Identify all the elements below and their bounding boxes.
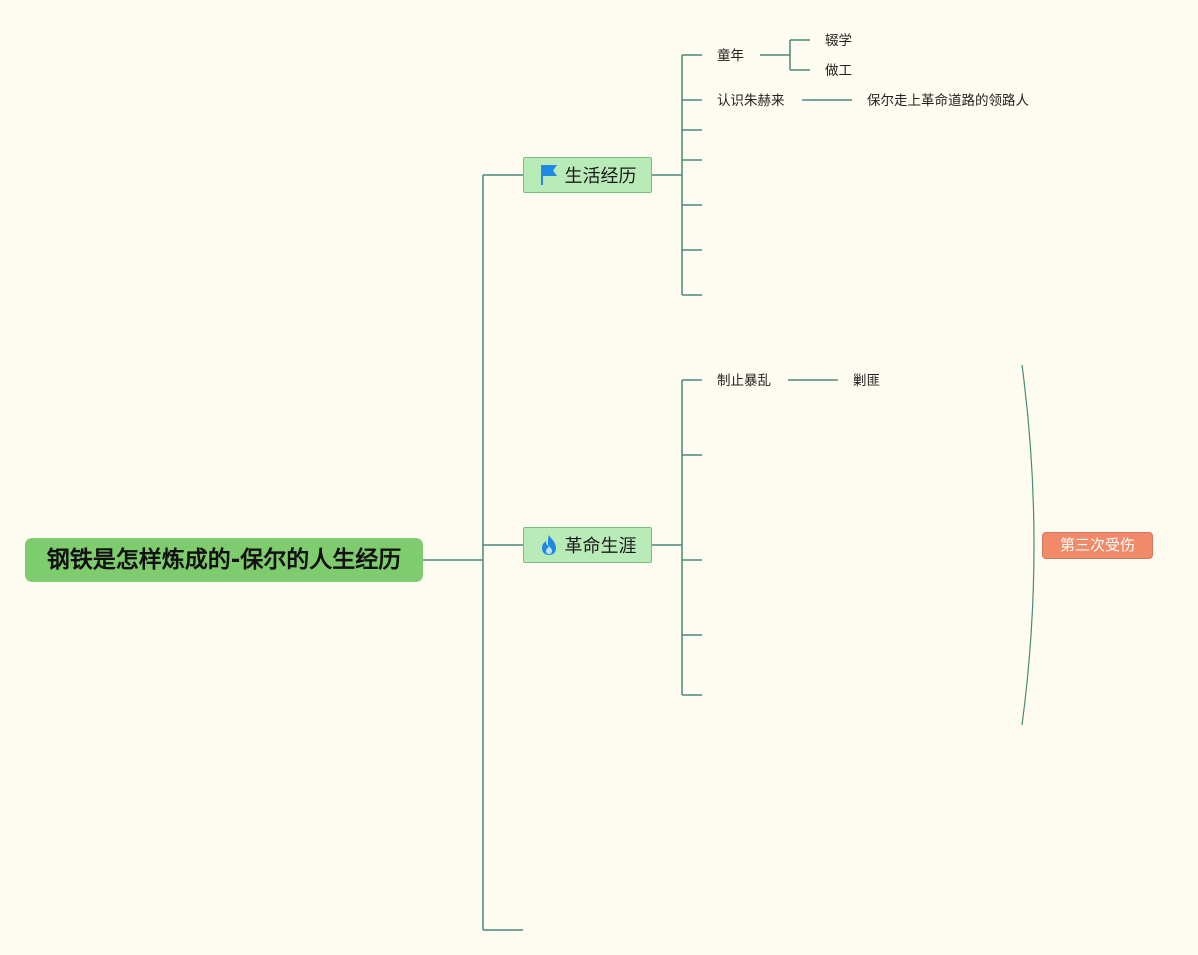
fire-icon bbox=[539, 534, 559, 556]
subtopic-meet-zhu[interactable]: 认识朱赫来 bbox=[717, 93, 785, 109]
summary-third-injury[interactable]: 第三次受伤 bbox=[1042, 532, 1153, 559]
leaf-guide[interactable]: 保尔走上革命道路的领路人 bbox=[867, 93, 1029, 109]
leaf-work[interactable]: 做工 bbox=[825, 63, 852, 79]
topic-life-label: 生活经历 bbox=[564, 166, 637, 187]
topic-revolution-label: 革命生涯 bbox=[564, 536, 637, 557]
flag-icon bbox=[539, 164, 559, 186]
topic-life[interactable]: 生活经历 bbox=[523, 157, 652, 193]
summary-brace bbox=[1021, 364, 1035, 726]
topic-revolution[interactable]: 革命生涯 bbox=[523, 527, 652, 563]
subtopic-childhood[interactable]: 童年 bbox=[717, 48, 744, 64]
leaf-suppress-bandits[interactable]: 剿匪 bbox=[853, 373, 880, 389]
root-node[interactable]: 钢铁是怎样炼成的-保尔的人生经历 bbox=[25, 538, 423, 582]
subtopic-stop-riot[interactable]: 制止暴乱 bbox=[717, 373, 771, 389]
leaf-dropout[interactable]: 辍学 bbox=[825, 33, 852, 49]
